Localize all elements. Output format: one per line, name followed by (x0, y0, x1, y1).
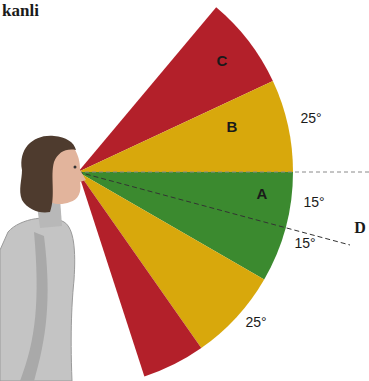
hair (20, 136, 76, 213)
line-label: D (354, 220, 366, 236)
arm (20, 232, 48, 381)
angle-label: 25° (245, 315, 266, 329)
heading-fragment: kanli (2, 2, 39, 19)
sight-line (78, 172, 350, 245)
angle-label: 15° (294, 236, 315, 250)
horizontal-line (78, 172, 369, 173)
torso (0, 218, 75, 381)
zone-letter: B (227, 119, 238, 134)
angle-label: 15° (303, 195, 324, 209)
eye (74, 166, 77, 169)
zone-letter: A (257, 186, 268, 201)
zone-letter: C (217, 53, 228, 68)
upper-yellow-sector (78, 81, 293, 172)
angle-label: 25° (300, 111, 321, 125)
lower-red-sector (78, 172, 201, 377)
